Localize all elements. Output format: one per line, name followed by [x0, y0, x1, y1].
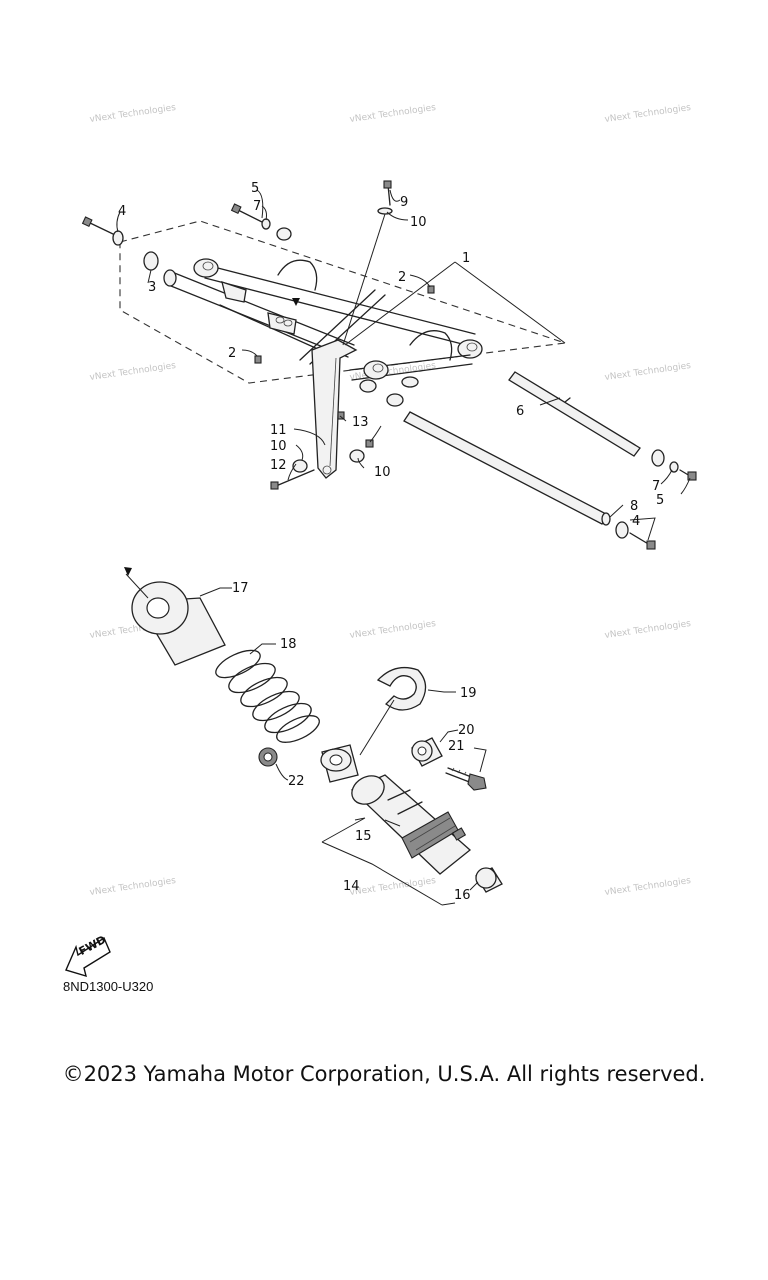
bolt-12 [275, 469, 315, 487]
washer [615, 521, 629, 539]
collar-3 [143, 251, 159, 271]
arm-crossbar [204, 265, 476, 347]
watermark: vNext Technologies [604, 103, 692, 125]
arm-boss [193, 258, 219, 278]
callout-label: 15 [355, 829, 372, 844]
arm-bracket [221, 281, 247, 303]
callout-label: 20 [458, 723, 475, 738]
callout-label: 10 [374, 465, 391, 480]
callout-label: 2 [228, 346, 236, 361]
callout-label: 17 [232, 581, 249, 596]
arm-front-tube [165, 271, 355, 358]
drawing-code: 8ND1300-U320 [63, 979, 154, 994]
callout-label: 3 [148, 280, 156, 295]
callout-label: 13 [352, 415, 369, 430]
callout-label: 5 [656, 493, 664, 508]
callout-label: 1 [462, 251, 470, 266]
callout-label: 10 [270, 439, 287, 454]
arm-loop [409, 330, 453, 361]
callout-label: 5 [251, 181, 259, 196]
watermarks: vNext Technologies vNext Technologies vN… [89, 103, 692, 898]
arm-boss [363, 360, 389, 380]
callout-label: 12 [270, 458, 287, 473]
copyright-notice: ©2023 Yamaha Motor Corporation, U.S.A. A… [62, 1062, 706, 1086]
nut [365, 439, 374, 448]
assembly-14-bracket [321, 817, 456, 906]
bracket-11 [311, 339, 358, 479]
watermark: vNext Technologies [89, 876, 177, 898]
watermark: vNext Technologies [604, 876, 692, 898]
shaft-8 [403, 411, 609, 525]
watermark: vNext Technologies [89, 103, 177, 125]
callout-label: 22 [288, 774, 305, 789]
callout-label: 7 [652, 479, 660, 494]
callout-label: 11 [270, 423, 287, 438]
shock-absorber-assembly [124, 567, 503, 906]
washer [112, 230, 124, 246]
nut-2 [254, 355, 262, 364]
washer [276, 227, 292, 241]
callout-label: 14 [343, 879, 360, 894]
shaft-6 [508, 371, 641, 457]
bushing [359, 379, 377, 393]
watermark: vNext Technologies [349, 619, 437, 641]
bolt-4-left [87, 221, 114, 235]
washer-10 [292, 459, 308, 473]
bushing [401, 376, 419, 388]
grease-marker [292, 298, 300, 306]
callout-label: 9 [400, 195, 408, 210]
suspension-arm-assembly [81, 180, 697, 550]
arm-tube-end [163, 269, 177, 287]
arm-bracket [267, 312, 297, 335]
watermark: vNext Technologies [604, 361, 692, 383]
callout-label: 16 [454, 888, 471, 903]
callout-label: 18 [280, 637, 297, 652]
bolt-5-top [237, 209, 263, 223]
parts-diagram-svg: vNext Technologies vNext Technologies vN… [65, 103, 697, 978]
part-group-outline [119, 220, 566, 384]
arm-loop [277, 259, 318, 291]
washer-10 [349, 449, 365, 463]
washer-7 [261, 218, 271, 230]
callout-label: 21 [448, 739, 465, 754]
callouts: 1 2 2 3 4 5 7 9 10 6 11 10 12 13 10 7 5 … [118, 181, 664, 903]
callout-label: 2 [398, 270, 406, 285]
bushing [386, 393, 404, 407]
parts-diagram: vNext Technologies vNext Technologies vN… [65, 103, 697, 978]
watermark: vNext Technologies [604, 619, 692, 641]
callout-label: 4 [632, 514, 640, 529]
washer-10-top [377, 207, 393, 215]
callout-label: 8 [630, 499, 638, 514]
washer [651, 449, 665, 467]
nut-13 [337, 411, 345, 420]
callout-label: 4 [118, 204, 126, 219]
spring-seat-19 [376, 666, 427, 711]
callout-label: 19 [460, 686, 477, 701]
callout-label: 10 [410, 215, 427, 230]
fwd-arrow-icon [65, 936, 111, 978]
watermark: vNext Technologies [89, 361, 177, 383]
nut-2 [427, 285, 435, 294]
spring-18 [215, 649, 320, 743]
callout-label: 6 [516, 404, 524, 419]
callout-label: 7 [253, 199, 261, 214]
watermark: vNext Technologies [349, 103, 437, 125]
washer-7 [669, 461, 679, 473]
